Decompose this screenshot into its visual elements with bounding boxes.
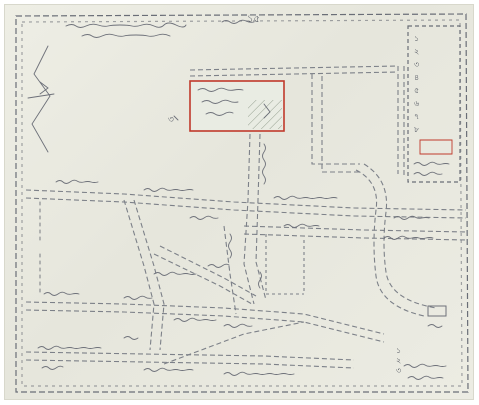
- title-scribble: [65, 22, 187, 38]
- map-outer-boundary: [15, 13, 469, 393]
- central-vertical-road: [243, 133, 267, 305]
- north-arrow-sketch: [27, 45, 55, 153]
- legend-item: ১: [414, 34, 420, 43]
- legend-item: ২: [414, 47, 420, 56]
- legend-item: ৮: [414, 125, 420, 134]
- note-line: ১: [396, 346, 402, 355]
- highlighted-plot: [189, 80, 285, 132]
- lower-roads: [25, 301, 385, 369]
- note-line: ৩: [396, 366, 402, 375]
- legend-item: ৭: [414, 112, 420, 121]
- top-right-numeral: ১৫: [247, 14, 260, 25]
- legend-item: ৬: [414, 99, 420, 108]
- curved-road-right: [355, 163, 437, 317]
- legend-item: ৪: [414, 73, 420, 82]
- upper-roads: [189, 65, 405, 178]
- legend-item: ৫: [414, 86, 420, 95]
- diagonal-roads: [123, 199, 257, 351]
- top-right-scribble: [221, 19, 255, 24]
- road-labels: [37, 115, 434, 376]
- legend-items: ১ ২ ৩ ৪ ৫ ৬ ৭ ৮: [414, 32, 458, 136]
- bottom-right-note: ১ ২ ৩: [396, 346, 401, 376]
- map-sheet: ১৫ ৩ ১ ২ ৩ ৪ ৫ ৬ ৭ ৮ ১ ২ ৩: [4, 4, 474, 400]
- corner-mark: ৩: [168, 115, 174, 125]
- plot-lines: [265, 234, 305, 295]
- note-line: ২: [396, 356, 402, 365]
- main-horizontal-road: [25, 189, 467, 219]
- second-horizontal-road: [243, 225, 467, 241]
- small-plot-symbol: [427, 305, 447, 328]
- legend-item: ৩: [414, 60, 420, 69]
- bottom-right-scribble: [403, 363, 447, 380]
- legend-box: [407, 25, 461, 183]
- hand-drawn-map: [15, 13, 469, 393]
